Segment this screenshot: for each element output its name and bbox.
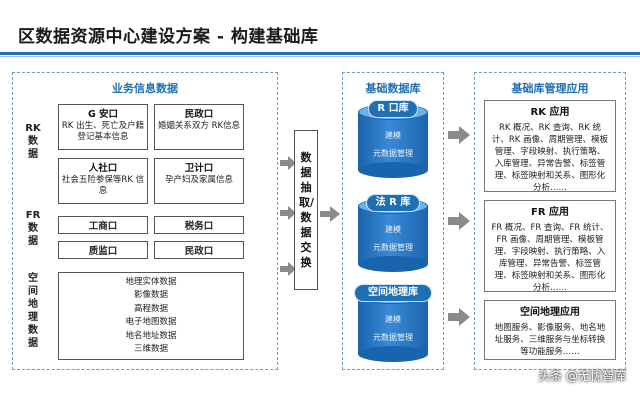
data-extraction-box: 数据抽取/数据交换	[294, 130, 318, 290]
spatial-source-list: 地理实体数据 影像数据 高程数据 电子地图数据 地名地址数据 三维数据	[58, 276, 244, 356]
database-name-pill: 法 R 库	[366, 194, 420, 212]
rk-source-box: 人社口 社会五险参保等RK 信息	[58, 158, 148, 204]
rk-source-desc: RK 出生、死亡及户籍登记基本信息	[61, 121, 145, 142]
app-desc: RK 概况、RK 查询、RK 统计、RK 画像、周期管理、模板管理、字段映射、执…	[491, 123, 609, 193]
spatial-item: 高程数据	[133, 303, 168, 314]
database-cylinder-line1: 建模	[385, 131, 401, 140]
app-box-spatial: 空间地理应用 地图服务、影像服务、地名地址服务、三维服务与坐标转换等功能服务……	[484, 300, 616, 360]
data-extraction-label: 数据抽取/数据交换	[299, 151, 315, 269]
rk-source-title: 民政口	[184, 109, 214, 120]
database-cylinder-line2: 元数据管理	[373, 149, 413, 158]
fr-source-box: 税务口	[154, 216, 244, 234]
title-divider	[0, 52, 640, 55]
rk-source-title: G 安口	[87, 109, 119, 120]
fr-source-box: 质监口	[58, 241, 148, 259]
group-label-spatial: 空间地理数据	[28, 273, 38, 349]
rk-source-title: 卫计口	[184, 163, 214, 174]
app-desc: 地图服务、影像服务、地名地址服务、三维服务与坐标转换等功能服务……	[494, 323, 606, 357]
database-cylinder-line2: 元数据管理	[373, 243, 413, 252]
group-label-rk: RK数据	[25, 123, 41, 160]
database-cylinder-line2: 元数据管理	[373, 333, 413, 342]
rk-source-box: G 安口 RK 出生、死亡及户籍登记基本信息	[58, 104, 148, 150]
arrow-to-base-db-icon	[320, 206, 340, 222]
business-data-panel-label: 业务信息数据	[112, 82, 178, 95]
arrow-to-app-icon	[448, 308, 470, 326]
app-box-fr: FR 应用 FR 概况、FR 查询、FR 统计、FR 画像、周期管理、模板管理、…	[484, 200, 616, 293]
app-panel-label: 基础库管理应用	[511, 82, 589, 95]
title-divider-thin	[0, 56, 640, 57]
watermark: 头条 @无忧智库	[538, 369, 626, 383]
rk-source-desc: 社会五险参保等RK 信息	[61, 175, 145, 196]
rk-source-box: 卫计口 孕产妇及家属信息	[154, 158, 244, 204]
arrow-to-extract-icon	[280, 262, 296, 276]
arrow-to-extract-icon	[280, 156, 296, 170]
rk-source-desc: 孕产妇及家属信息	[164, 175, 233, 185]
database-cylinder-line1: 建模	[385, 225, 401, 234]
spatial-item: 电子地图数据	[125, 317, 177, 328]
rk-source-box: 民政口 婚姻关系双方 RK信息	[154, 104, 244, 150]
spatial-item: 三维数据	[133, 344, 168, 355]
app-title: FR 应用	[530, 207, 569, 218]
app-desc: FR 概况、FR 查询、FR 统计、FR 画像、周期管理、模板管理、字段映射、执…	[491, 223, 609, 293]
arrow-to-app-icon	[448, 212, 470, 230]
database-cylinder-line1: 建模	[385, 315, 401, 324]
fr-source-box: 工商口	[58, 216, 148, 234]
group-label-fr: FR数据	[25, 210, 41, 247]
spatial-item: 地理实体数据	[125, 277, 177, 287]
app-title: 空间地理应用	[520, 307, 580, 318]
base-database-panel-label: 基础数据库	[365, 82, 421, 95]
spatial-item: 地名地址数据	[125, 330, 177, 341]
rk-source-desc: 婚姻关系双方 RK信息	[157, 121, 241, 131]
arrow-to-extract-icon	[280, 206, 296, 220]
fr-source-box: 民政口	[154, 241, 244, 259]
rk-source-title: 人社口	[88, 163, 118, 174]
app-title: RK 应用	[530, 107, 570, 118]
database-name-pill: 空间地理库	[354, 284, 432, 302]
arrow-to-app-icon	[448, 126, 470, 144]
app-box-rk: RK 应用 RK 概况、RK 查询、RK 统计、RK 画像、周期管理、模板管理、…	[484, 100, 616, 193]
database-name-pill: R 口库	[368, 100, 418, 118]
spatial-item: 影像数据	[133, 290, 168, 301]
spatial-source-box	[58, 272, 244, 360]
page-title: 区数据资源中心建设方案 - 构建基础库	[18, 27, 319, 47]
